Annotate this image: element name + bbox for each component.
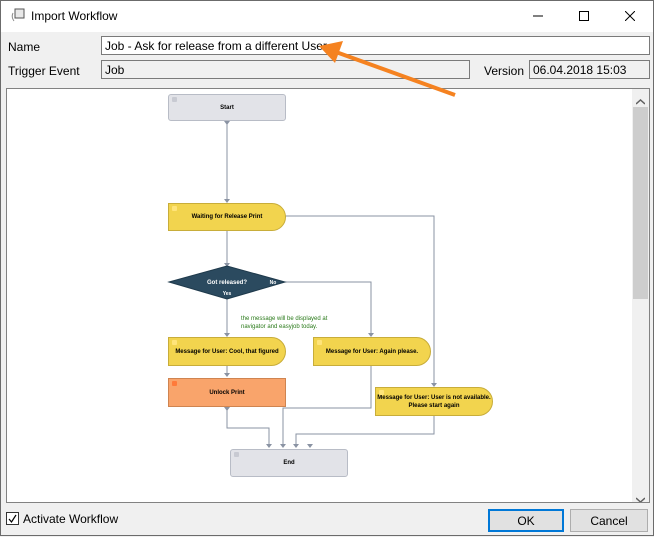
version-label: Version [484, 64, 525, 78]
message-unavailable-node[interactable]: Message for User: User is not available.… [375, 387, 493, 416]
message-cool-node[interactable]: Message for User: Cool, that figured [168, 337, 286, 366]
waiting-badge-icon [172, 206, 177, 211]
vertical-scrollbar[interactable] [632, 89, 649, 502]
window-title: Import Workflow [31, 9, 118, 23]
decision-no-label: No [270, 280, 277, 286]
maximize-button[interactable] [561, 1, 607, 32]
message-cool-label: Message for User: Cool, that figured [175, 348, 279, 355]
name-label: Name [8, 40, 41, 54]
scroll-up-icon[interactable] [635, 94, 646, 108]
unlock-print-node[interactable]: Unlock Print [168, 378, 286, 407]
waiting-node-label: Waiting for Release Print [191, 214, 263, 220]
message-badge-icon [172, 340, 177, 345]
message-again-node[interactable]: Message for User: Again please. [313, 337, 431, 366]
connector-lines: Got released? Yes No the message will be… [167, 121, 437, 448]
version-field: 06.04.2018 15:03 [529, 60, 650, 79]
unlock-badge-icon [172, 381, 177, 386]
activate-workflow-checkbox[interactable] [6, 512, 19, 525]
end-badge-icon [234, 452, 239, 457]
comment-line-1: the message will be displayed at [241, 316, 328, 322]
workflow-canvas[interactable]: Got released? Yes No the message will be… [6, 88, 650, 503]
end-node[interactable]: End [230, 449, 348, 477]
close-icon [624, 10, 636, 24]
name-input[interactable]: Job - Ask for release from a different U… [101, 36, 650, 55]
trigger-event-field: Job [101, 60, 470, 79]
decision-label: Got released? [207, 280, 247, 286]
scroll-down-icon[interactable] [635, 492, 646, 502]
minimize-button[interactable] [515, 1, 561, 32]
minimize-icon [533, 10, 543, 24]
close-button[interactable] [607, 1, 653, 32]
message-unavailable-label-1: Message for User: User is not available. [377, 394, 491, 401]
end-node-label: End [283, 460, 295, 466]
message-badge-icon [379, 390, 384, 395]
start-node-label: Start [220, 104, 234, 111]
maximize-icon [579, 10, 589, 24]
workflow-window-icon [10, 8, 26, 24]
start-badge-icon [172, 97, 177, 102]
cancel-button[interactable]: Cancel [570, 509, 648, 532]
scrollbar-thumb[interactable] [633, 107, 648, 299]
ok-button[interactable]: OK [488, 509, 564, 532]
message-again-label: Message for User: Again please. [325, 348, 419, 355]
comment-line-2: navigator and easyjob today. [241, 324, 318, 330]
start-node[interactable]: Start [168, 94, 286, 121]
title-bar: Import Workflow [1, 1, 653, 32]
trigger-event-label: Trigger Event [8, 64, 80, 78]
unlock-print-label: Unlock Print [209, 389, 245, 396]
decision-node[interactable] [167, 265, 287, 300]
activate-workflow-label: Activate Workflow [23, 512, 119, 526]
waiting-node[interactable]: Waiting for Release Print [168, 203, 286, 231]
message-unavailable-label-2: Please start again [408, 402, 460, 409]
message-badge-icon [317, 340, 322, 345]
decision-yes-label: Yes [223, 291, 232, 297]
